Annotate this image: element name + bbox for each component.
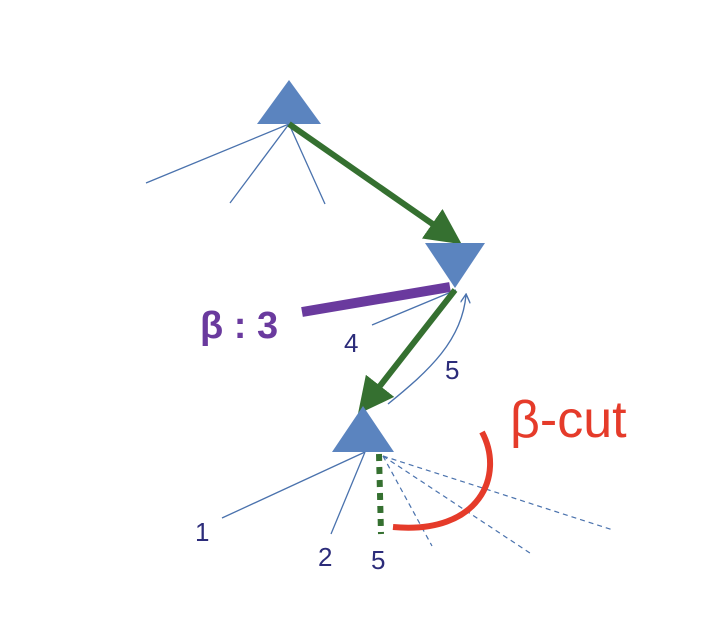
evaluated-branch-5 <box>376 453 384 535</box>
root-branch-3 <box>288 123 326 205</box>
beta-value-label: β : 3 <box>200 305 278 347</box>
child-max-node <box>332 406 394 452</box>
root-branch-1 <box>145 123 290 184</box>
edge-4-label: 4 <box>344 328 358 358</box>
beta-value-bar <box>301 282 451 317</box>
root-branches <box>145 123 326 205</box>
min-node <box>425 243 485 288</box>
return-value-label: 5 <box>445 355 459 385</box>
leaf-5-label: 5 <box>371 545 385 575</box>
pruned-branch-3 <box>382 455 614 531</box>
pruned-branches <box>382 455 614 556</box>
path-arrow-min-to-child <box>357 288 458 415</box>
path-arrow-root-to-min <box>287 121 462 245</box>
pruned-branch-1 <box>382 455 433 547</box>
beta-cut-label: β-cut <box>510 391 627 449</box>
root-branch-2 <box>229 123 290 204</box>
child-branch-2 <box>330 451 366 535</box>
child-branch-1 <box>221 451 366 519</box>
root-max-node <box>257 80 321 124</box>
min-branch-4 <box>371 289 457 326</box>
pruned-branch-2 <box>382 455 534 556</box>
leaf-1-label: 1 <box>195 517 209 547</box>
beta-cut-arc <box>392 430 493 531</box>
leaf-2-label: 2 <box>318 542 332 572</box>
return-value-arrow <box>387 295 466 405</box>
child-branches <box>221 451 366 535</box>
